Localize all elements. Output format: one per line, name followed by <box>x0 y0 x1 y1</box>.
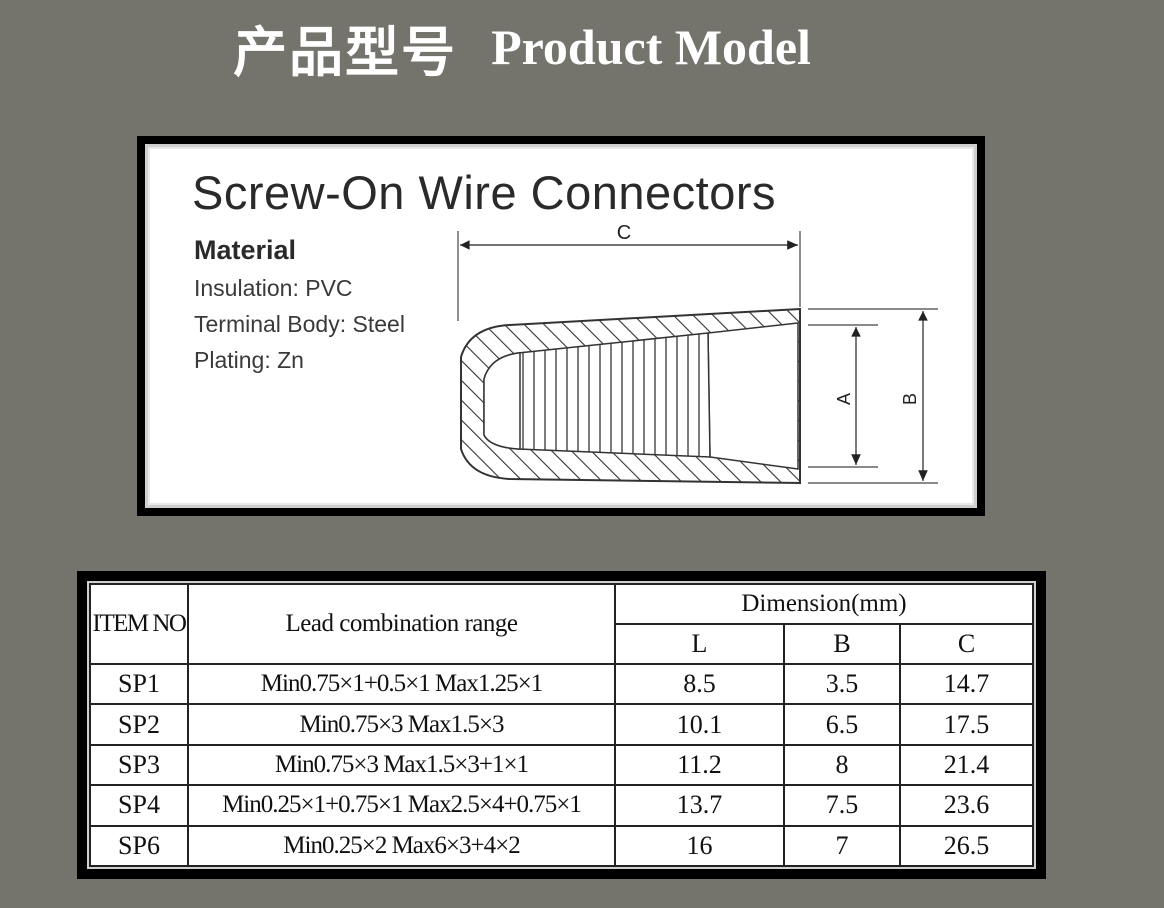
page-title: 产品型号 Product Model <box>0 12 1164 84</box>
cell-c: 17.5 <box>898 703 1034 746</box>
cell-range: Min0.75×3 Max1.5×3 <box>187 703 616 746</box>
c-dimension-label: C <box>617 222 631 244</box>
cell-item: SP4 <box>89 784 189 827</box>
connector-diagram-panel: Screw-On Wire Connectors Material Insula… <box>145 144 977 508</box>
material-terminal-body: Terminal Body: Steel <box>194 311 405 337</box>
table-row: SP3 Min0.75×3 Max1.5×3+1×1 11.2 8 21.4 <box>89 743 1034 787</box>
page-title-chinese: 产品型号 <box>233 20 458 84</box>
connector-inner-cavity <box>707 322 799 470</box>
cell-l: 10.1 <box>614 703 785 746</box>
spec-table: ITEM NO Lead combination range Dimension… <box>89 583 1034 867</box>
cell-b: 7.5 <box>783 784 901 827</box>
table-row: SP1 Min0.75×1+0.5×1 Max1.25×1 8.5 3.5 14… <box>89 662 1034 706</box>
cell-range: Min0.25×1+0.75×1 Max2.5×4+0.75×1 <box>187 784 616 827</box>
a-dimension-label: A <box>834 393 854 405</box>
cell-item: SP6 <box>89 824 189 867</box>
cell-c: 23.6 <box>898 784 1034 827</box>
material-plating: Plating: Zn <box>194 347 304 373</box>
header-c: C <box>898 623 1034 665</box>
cell-b: 8 <box>783 743 901 787</box>
table-row: SP4 Min0.25×1+0.75×1 Max2.5×4+0.75×1 13.… <box>89 784 1034 827</box>
cell-range: Min0.75×3 Max1.5×3+1×1 <box>187 743 616 787</box>
cell-c: 21.4 <box>898 743 1034 787</box>
page-title-english: Product Model <box>491 19 811 75</box>
cell-b: 7 <box>783 824 901 867</box>
header-lead-range: Lead combination range <box>187 583 616 665</box>
header-item-no: ITEM NO <box>89 583 189 665</box>
header-l: L <box>614 623 785 665</box>
material-title: Material <box>194 235 297 265</box>
b-dimension-label: B <box>900 393 920 405</box>
cell-c: 26.5 <box>898 824 1034 867</box>
cell-range: Min0.25×2 Max6×3+4×2 <box>187 824 616 867</box>
cell-item: SP3 <box>89 743 189 787</box>
connector-diagram-frame: Screw-On Wire Connectors Material Insula… <box>137 136 985 516</box>
cell-l: 13.7 <box>614 784 785 827</box>
header-b: B <box>783 623 901 665</box>
cell-l: 16 <box>614 824 785 867</box>
cell-l: 8.5 <box>614 662 785 706</box>
material-insulation: Insulation: PVC <box>194 275 353 301</box>
table-row: SP2 Min0.75×3 Max1.5×3 10.1 6.5 17.5 <box>89 703 1034 746</box>
cell-b: 3.5 <box>783 662 901 706</box>
diagram-heading: Screw-On Wire Connectors <box>192 166 776 219</box>
cell-b: 6.5 <box>783 703 901 746</box>
header-dimension: Dimension(mm) <box>613 583 1034 625</box>
connector-drawing: C A B <box>457 222 938 485</box>
spec-table-frame: ITEM NO Lead combination range Dimension… <box>77 571 1046 879</box>
cell-l: 11.2 <box>614 743 785 787</box>
connector-tip-core <box>483 352 521 450</box>
spec-table-panel: ITEM NO Lead combination range Dimension… <box>87 581 1036 869</box>
table-row: SP6 Min0.25×2 Max6×3+4×2 16 7 26.5 <box>89 824 1034 867</box>
cell-item: SP1 <box>89 662 189 706</box>
cell-range: Min0.75×1+0.5×1 Max1.25×1 <box>187 662 616 706</box>
cell-item: SP2 <box>89 703 189 746</box>
cell-c: 14.7 <box>898 662 1034 706</box>
material-block: Material Insulation: PVC Terminal Body: … <box>194 235 405 378</box>
